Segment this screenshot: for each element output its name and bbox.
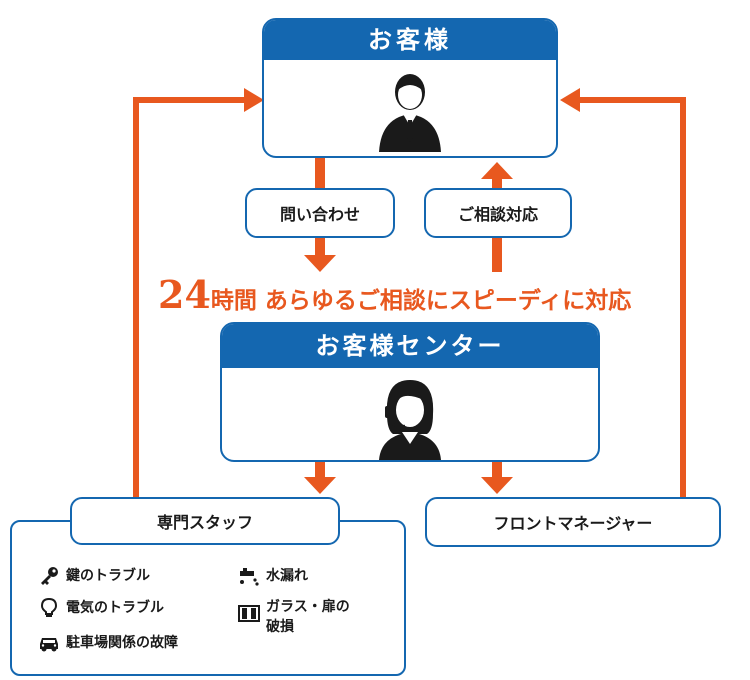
front-manager-pill: フロントマネージャー bbox=[425, 497, 721, 547]
specialist-pill: 専門スタッフ bbox=[70, 497, 340, 545]
car-icon bbox=[40, 638, 58, 652]
banner-text: 時間 あらゆるご相談にスピーディに対応 bbox=[210, 287, 632, 314]
specialist-to-customer-arrow bbox=[133, 97, 246, 500]
service-label-parking: 駐車場関係の故障 bbox=[66, 635, 178, 651]
service-item-key: 鍵のトラブル bbox=[38, 565, 150, 587]
service-banner: 24時間 あらゆるご相談にスピーディに対応 bbox=[158, 272, 698, 318]
manager-to-customer-arrow bbox=[578, 97, 686, 500]
consult-pill: ご相談対応 bbox=[424, 188, 572, 238]
service-label-key: 鍵のトラブル bbox=[66, 568, 150, 584]
service-label-electric: 電気のトラブル bbox=[66, 600, 164, 616]
service-item-water: 水漏れ bbox=[238, 565, 308, 587]
specialist-panel bbox=[10, 520, 406, 676]
customer-title: お客様 bbox=[264, 20, 556, 60]
customer-card: お客様 bbox=[262, 18, 558, 158]
service-item-parking: 駐車場関係の故障 bbox=[38, 632, 178, 654]
banner-hours: 24 bbox=[158, 272, 211, 317]
service-item-glass: ガラス・扉の 破損 bbox=[238, 597, 350, 637]
customer-center-card: お客様センター bbox=[220, 322, 600, 462]
center-title: お客様センター bbox=[222, 324, 598, 368]
faucet-icon bbox=[240, 568, 259, 586]
service-item-electric: 電気のトラブル bbox=[38, 597, 164, 619]
businessman-icon bbox=[264, 60, 556, 152]
service-label-glass: ガラス・扉の 破損 bbox=[266, 599, 350, 635]
key-icon bbox=[41, 567, 58, 585]
headset-operator-icon bbox=[222, 368, 598, 460]
door-icon bbox=[238, 605, 260, 622]
lightbulb-icon bbox=[40, 597, 58, 617]
service-label-water: 水漏れ bbox=[266, 568, 308, 584]
inquiry-pill: 問い合わせ bbox=[245, 188, 395, 238]
